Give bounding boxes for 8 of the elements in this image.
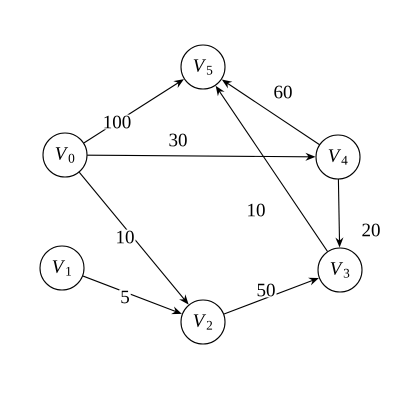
edge-label: 10 [114, 230, 136, 244]
edge-label: 50 [256, 282, 276, 298]
edge-label: 30 [168, 132, 188, 148]
edge-label: 10 [246, 202, 266, 218]
edge-label: 100 [102, 114, 132, 130]
edge-label: 5 [119, 290, 131, 304]
edge-label: 20 [360, 222, 382, 238]
edge-label: 60 [272, 84, 294, 100]
